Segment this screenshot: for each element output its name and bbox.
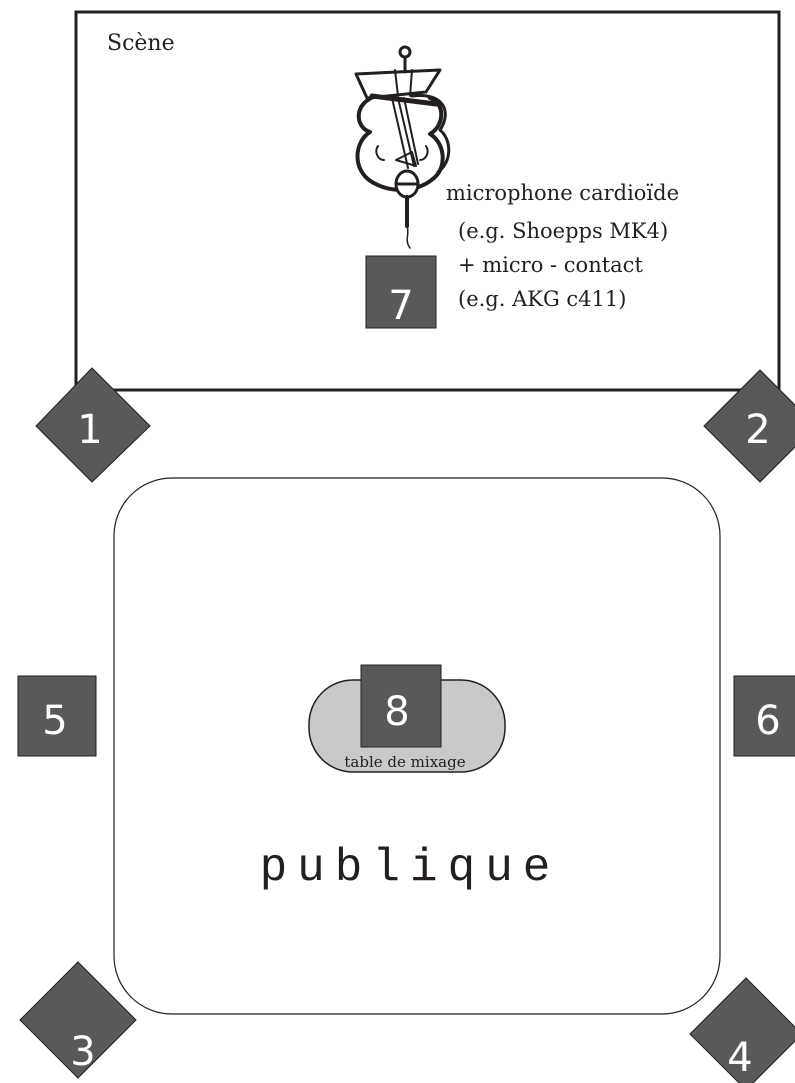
speaker-4-label: 4 [727,1035,752,1081]
speaker-5-label: 5 [42,698,67,744]
mic-line-3: + micro - contact [458,253,643,277]
speaker-6: 6 [733,675,795,757]
mic-description: microphone cardioïde (e.g. Shoepps MK4) … [446,181,686,311]
speaker-3-label: 3 [70,1029,95,1075]
speaker-2-label: 2 [745,407,770,453]
speaker-4: 4 [689,977,795,1083]
speaker-5: 5 [17,675,97,757]
speaker-8-label: 8 [384,689,409,735]
stage-area [74,10,781,392]
mixing-desk-label: table de mixage [344,753,465,771]
speaker-2: 2 [703,369,795,483]
double-bass-icon [354,45,451,192]
speaker-8: 8 [360,664,442,748]
speaker-1: 1 [35,367,151,483]
audience-label: publique [260,842,561,894]
speaker-1-label: 1 [77,407,102,453]
mic-line-4: (e.g. AKG c411) [458,287,626,311]
mic-line-2: (e.g. Shoepps MK4) [458,219,668,243]
mic-line-1: microphone cardioïde [446,181,679,205]
speaker-7-label: 7 [388,283,413,329]
speaker-7: 7 [365,255,437,329]
audience-area [113,477,721,1015]
stage-label: Scène [107,31,175,56]
microphone-icon [394,169,420,249]
speaker-3: 3 [19,961,137,1079]
speaker-6-label: 6 [755,698,780,744]
